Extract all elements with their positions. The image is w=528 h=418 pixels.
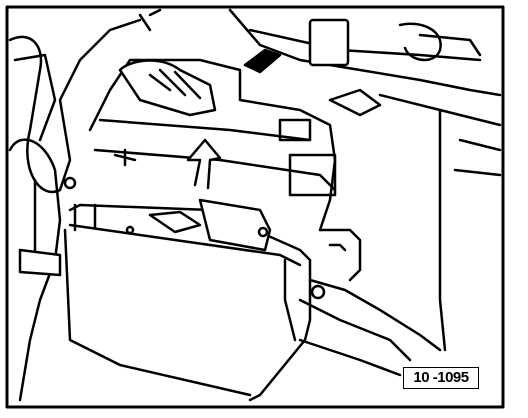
control-unit: [63, 198, 312, 402]
top-mechanism: [138, 8, 502, 97]
frame-border: [5, 5, 505, 409]
mounting-rail: [298, 228, 442, 377]
right-panel: [328, 88, 502, 352]
relay-housing: [88, 58, 337, 232]
arrow-indicator: [186, 138, 222, 190]
bolt: [243, 48, 282, 74]
figure-label: 10 -1095: [403, 367, 479, 389]
left-bracket: [8, 18, 142, 402]
